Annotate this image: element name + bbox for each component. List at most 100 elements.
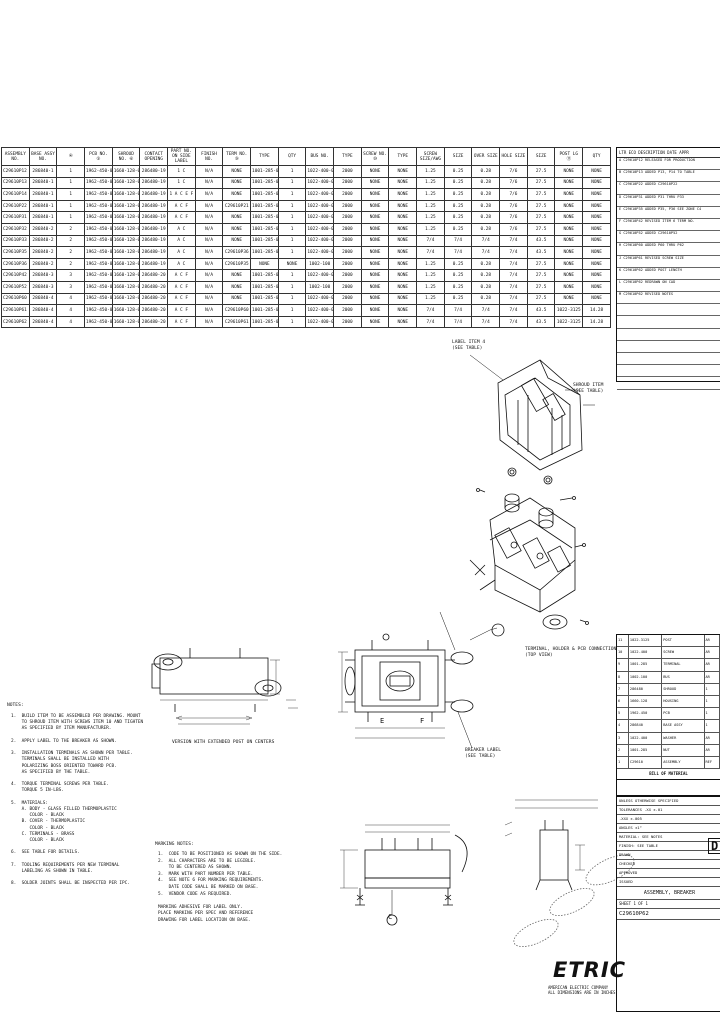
front-view-bottom	[340, 799, 598, 926]
table-cell: N/A	[194, 188, 224, 201]
bom-cell: AR	[705, 732, 720, 744]
revision-blank-row	[617, 329, 720, 341]
callout-view: TERMINAL, HOLDER & PCB CONNECTION (TOP V…	[525, 647, 617, 659]
bom-cell: 286480	[629, 683, 663, 695]
revision-row: K C29610P62 ADDED POST LENGTH	[617, 268, 720, 280]
table-cell: 1	[56, 176, 86, 190]
callout-shroud: SHROUD ITEM (SEE TABLE)	[573, 383, 604, 395]
table-cell: 1022-400-001	[305, 315, 335, 329]
column-header: PART NO. ON SIDE LABEL	[167, 147, 196, 166]
revision-row: D C29610P31 ADDED P31 THRU P33	[617, 195, 720, 207]
table-cell: NONE	[222, 234, 252, 248]
callout-version: VERSION WITH EXTENDED POST ON CENTERS	[172, 740, 275, 745]
table-cell: 7/6	[499, 199, 528, 213]
title-block-line: APPROVED	[617, 869, 720, 878]
table-cell: 1 C	[167, 176, 196, 190]
table-cell: 286480-19	[139, 188, 169, 201]
table-cell: 1660-128-01	[111, 199, 141, 213]
bom-cell: NUT	[662, 744, 705, 756]
revision-blank-row	[617, 377, 720, 390]
revision-blank-row	[617, 304, 720, 317]
revision-row: H C29610P60 ADDED P60 THRU P62	[617, 243, 720, 256]
table-cell: NONE	[554, 188, 584, 201]
bom-cell: 1022-3125	[629, 635, 663, 647]
table-cell: N/A	[194, 165, 224, 178]
bom-cell: 1	[705, 683, 720, 695]
table-cell: 1	[277, 211, 307, 224]
drawing-number: C29610P62	[617, 909, 720, 920]
table-cell: N/A	[194, 222, 224, 236]
table-cell: NONE	[582, 222, 611, 236]
table-cell: NONE	[360, 315, 390, 329]
table-cell: 1	[56, 199, 86, 213]
table-row: C29610P32286840-221962-450-0011660-128-0…	[1, 222, 611, 236]
table-cell: NONE	[582, 199, 611, 213]
table-cell: 1	[277, 188, 307, 201]
bom-cell: C29610	[629, 756, 663, 769]
table-cell: 1001-285-001	[250, 222, 279, 236]
bom-cell: AR	[705, 744, 720, 756]
bom-cell: AR	[705, 647, 720, 659]
bom-cell: 1001-285	[629, 744, 663, 756]
table-row: C29610P33286840-221962-450-0011660-128-0…	[1, 234, 611, 248]
bom-cell: AR	[705, 671, 720, 683]
bom-cell: 1	[617, 756, 629, 769]
bom-cell: 5	[617, 708, 629, 720]
table-row: C29610P22286840-111962-450-0011660-128-0…	[1, 199, 611, 213]
table-cell: NONE	[554, 176, 584, 190]
table-cell: 1962-450-001	[84, 211, 113, 224]
table-cell: 14.28	[582, 315, 611, 329]
column-header: SCREW SIZE/AWG	[416, 147, 445, 166]
bom-cell: 9	[617, 659, 629, 671]
bom-cell: ASSEMBLY	[662, 756, 705, 769]
table-cell: 43.5	[526, 315, 556, 329]
table-row: C29610P12286840-111962-450-0011660-128-0…	[1, 165, 611, 178]
company-logo: ETRIC	[553, 958, 627, 982]
table-cell: 1022-3125	[554, 315, 584, 329]
bom-cell: 1962-450	[629, 708, 663, 720]
revision-row: A C29610P12 RELEASED FOR PRODUCTION	[617, 158, 720, 171]
table-cell: C29610P33	[1, 234, 30, 248]
table-cell: NONE	[582, 234, 611, 248]
bom-cell: 10	[617, 647, 629, 659]
column-header: SIZE	[443, 147, 473, 166]
bom-cell: 11	[617, 635, 629, 647]
table-cell: 7/6	[499, 176, 528, 190]
side-view-left	[151, 648, 298, 725]
bom-cell: 6	[617, 695, 629, 708]
bom-cell: 1022-400	[629, 732, 663, 744]
bom-cell: SCREW	[662, 647, 705, 659]
bom-cell: BUS	[662, 671, 705, 683]
table-cell: NONE	[360, 222, 390, 236]
bom-cell: 1660-128	[629, 695, 663, 708]
title-block-line: ANGLES ±1°	[617, 824, 720, 833]
column-header: OVER SIZE	[471, 147, 501, 166]
table-cell: 286840-1	[28, 165, 58, 178]
revision-blank-row	[617, 353, 720, 366]
notes-block: 1. BUILD ITEM TO BE ASSEMBLED PER DRAWIN…	[11, 714, 144, 887]
table-cell: 1660-128-01	[111, 165, 141, 178]
revision-row: E C29610P35 ADDED P35, P36 SEE ZONE C4	[617, 207, 720, 219]
bom-cell: 1022-400	[629, 647, 663, 659]
title-block-line: MATERIAL: SEE NOTES	[617, 833, 720, 842]
table-cell: NONE	[388, 234, 418, 248]
table-cell: 1962-450-001	[84, 165, 113, 178]
bom-cell: 1	[705, 720, 720, 732]
exploded-assembly-view	[469, 354, 595, 630]
bom-cell: 8	[617, 671, 629, 683]
table-row: C29610P42286840-331962-450-0011660-128-0…	[1, 269, 611, 282]
bom-cell: 286840	[629, 720, 663, 732]
table-cell: 286480-19	[139, 234, 169, 248]
table-cell: NONE	[582, 188, 611, 201]
